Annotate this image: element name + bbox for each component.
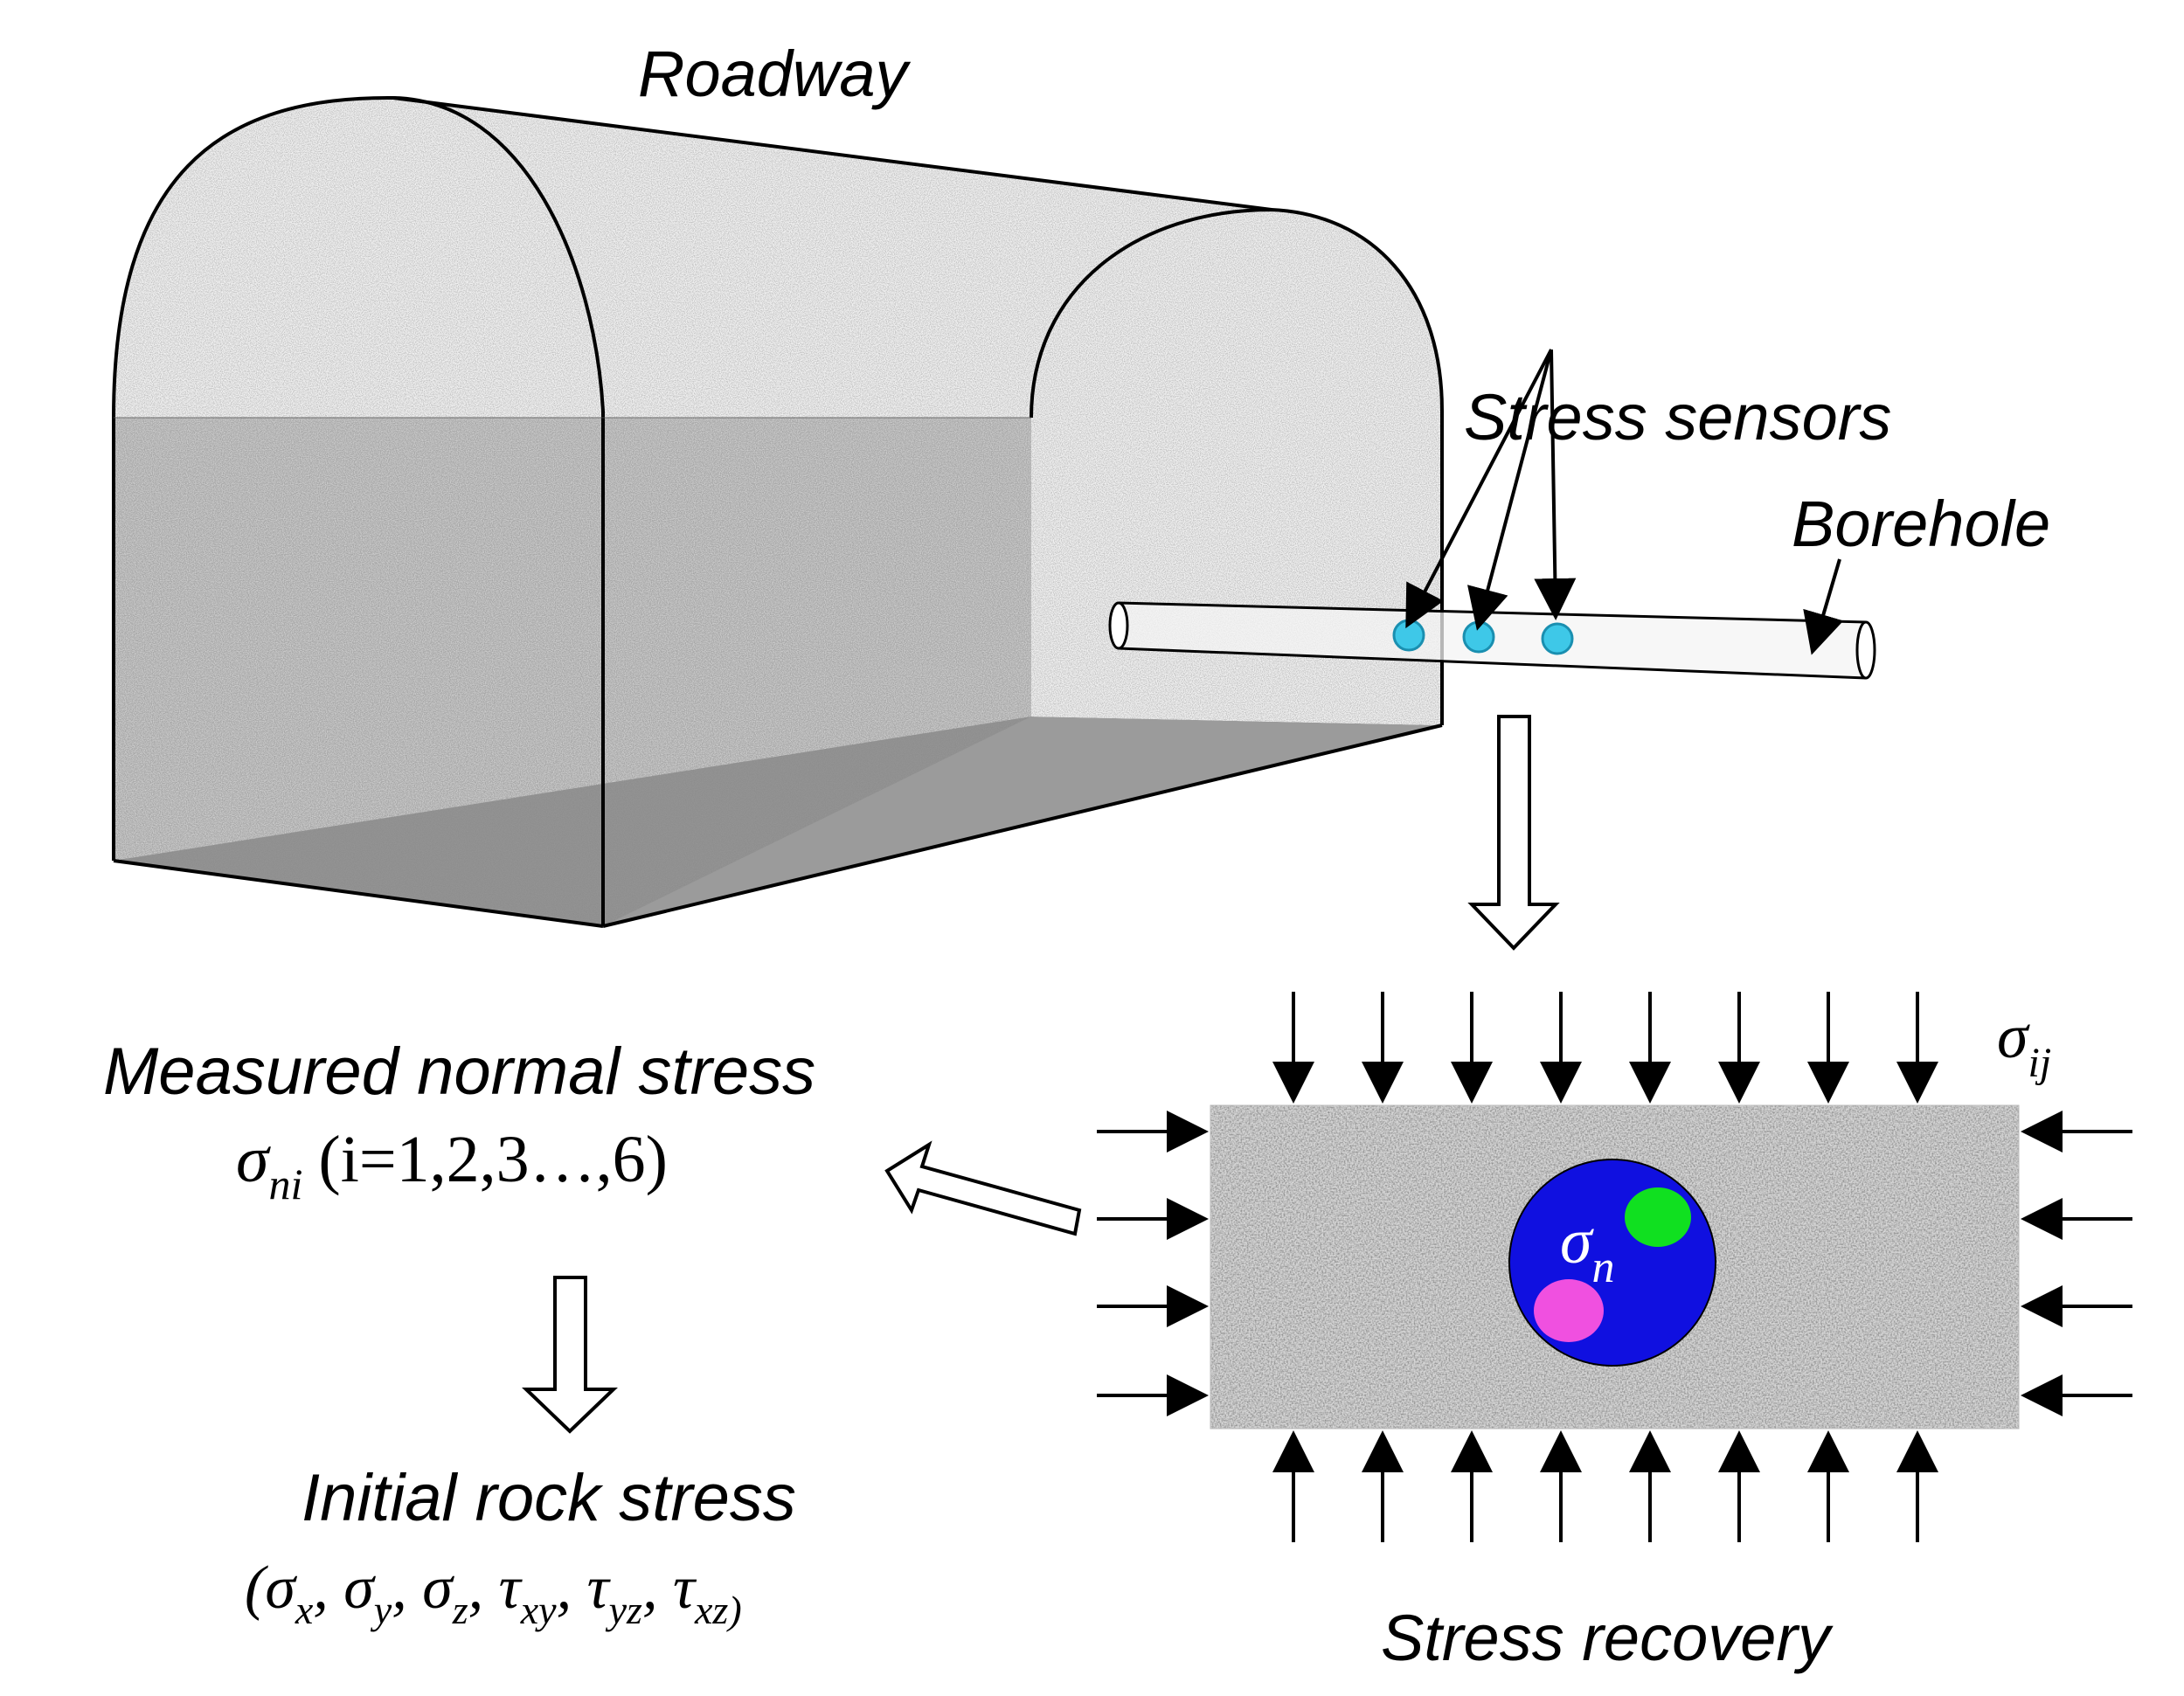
sensor-pointer-arrows bbox=[1405, 349, 1577, 631]
initial-stress-components: (σx, σy, σz, τxy, τyz, τxz) bbox=[245, 1554, 742, 1632]
measured-normal-stress-label: Measured normal stress bbox=[103, 1035, 815, 1109]
borehole-label: Borehole bbox=[1792, 488, 2050, 560]
sigma-ni-index-range: (i=1,2,3…,6) bbox=[318, 1123, 668, 1196]
stress-sensor-3 bbox=[1541, 622, 1574, 655]
right-load-arrows bbox=[2021, 1111, 2132, 1416]
stress-recovery-label: Stress recovery bbox=[1381, 1602, 1834, 1674]
sigma-ni-symbol: σ bbox=[236, 1123, 271, 1196]
inclusion-sphere: σn bbox=[1508, 1159, 1716, 1367]
sigma-ij-symbol: σ bbox=[1997, 1001, 2030, 1071]
sigma-ij-subscript: ij bbox=[2028, 1040, 2052, 1086]
stress-sensors-label: Stress sensors bbox=[1464, 381, 1891, 453]
stress-sensor-2 bbox=[1462, 620, 1495, 654]
hollow-arrow-left bbox=[884, 1140, 1082, 1236]
inclusion-pink-spot bbox=[1534, 1279, 1604, 1342]
initial-rock-stress-label: Initial rock stress bbox=[302, 1461, 796, 1535]
sigma-n-subscript: n bbox=[1592, 1243, 1615, 1292]
left-load-arrows bbox=[1097, 1111, 1209, 1416]
sigma-ni-subscript: ni bbox=[268, 1160, 302, 1208]
sigma-n-symbol: σ bbox=[1560, 1206, 1594, 1277]
inclusion-green-spot bbox=[1625, 1187, 1691, 1247]
roadway-tunnel bbox=[112, 95, 1444, 928]
borehole-pointer-arrow bbox=[1803, 558, 1844, 655]
roadway-label: Roadway bbox=[638, 38, 912, 110]
stress-sensor-1 bbox=[1392, 619, 1425, 652]
hollow-arrow-down-left bbox=[522, 1276, 618, 1434]
svg-text:σn: σn bbox=[1560, 1206, 1615, 1292]
svg-text:σij: σij bbox=[1997, 1001, 2051, 1086]
top-load-arrows bbox=[1272, 992, 1938, 1104]
hollow-arrow-down-right bbox=[1467, 715, 1560, 951]
svg-text:σni(i=1,2,3…,6): σni (i=1,2,3…,6) bbox=[236, 1123, 668, 1208]
bottom-load-arrows bbox=[1272, 1430, 1938, 1542]
